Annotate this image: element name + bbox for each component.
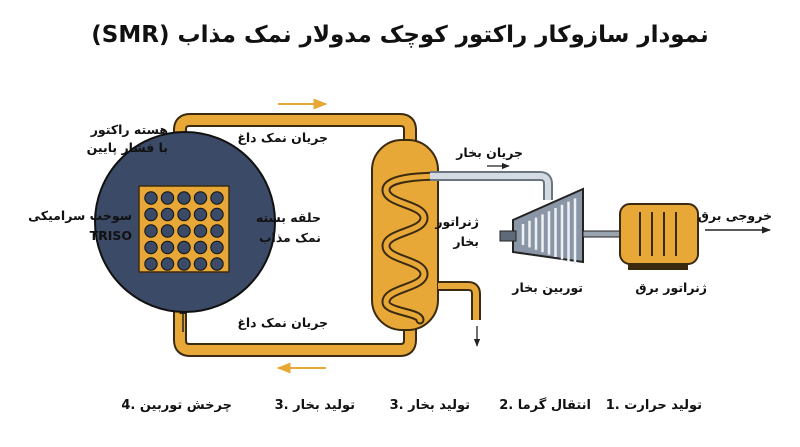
salt-loop-label-line2: نمک مذاب bbox=[259, 230, 321, 245]
fuel-pebble bbox=[210, 207, 224, 222]
power-output-label: خروجی برق bbox=[698, 208, 772, 223]
molten-salt-loop-pipe bbox=[173, 113, 417, 357]
salt-flow-label-bottom: جریان نمک داغ bbox=[237, 315, 328, 330]
fuel-pebble bbox=[160, 240, 175, 255]
fuel-label-line2: TRISO bbox=[90, 228, 132, 243]
fuel-pebble bbox=[193, 207, 208, 222]
fuel-pebble bbox=[193, 257, 208, 271]
fuel-pebble bbox=[177, 191, 191, 205]
generator-label: ژنراتور برق bbox=[635, 280, 707, 295]
fuel-pebble bbox=[193, 224, 208, 238]
fuel-pebble bbox=[144, 191, 158, 205]
steam-gen-label-line2: بخار bbox=[452, 234, 479, 249]
triso-fuel-pebbles bbox=[144, 191, 224, 271]
return-pipe bbox=[438, 281, 481, 320]
fuel-pebble bbox=[210, 240, 224, 255]
fuel-pebble bbox=[177, 257, 191, 271]
step-heat-generation: 1. تولید حرارت bbox=[606, 398, 702, 413]
steam-gen-label-line1: ژنراتور bbox=[434, 214, 479, 229]
steam-line bbox=[430, 171, 553, 200]
fuel-pebble bbox=[144, 207, 158, 222]
fuel-pebble bbox=[210, 191, 224, 205]
step-turbine-spin: 4. چرخش توربین bbox=[121, 398, 232, 413]
fuel-pebble bbox=[144, 257, 158, 271]
fuel-pebble bbox=[193, 191, 208, 205]
step-heat-transfer: 2. انتقال گرما bbox=[499, 397, 591, 413]
fuel-pebble bbox=[160, 207, 175, 222]
fuel-pebble bbox=[177, 240, 191, 255]
steam-turbine bbox=[499, 187, 584, 265]
fuel-pebble bbox=[177, 207, 191, 222]
diagram-title: نمودار سازوکار راکتور کوچک مدولار نمک مذ… bbox=[91, 22, 709, 48]
core-label-line1: هسته راکتور bbox=[90, 122, 168, 137]
salt-loop-label-line1: حلقه بسته bbox=[256, 210, 321, 225]
step-steam-generation-a: 3. تولید بخار bbox=[390, 398, 470, 413]
fuel-pebble bbox=[160, 257, 175, 271]
step-steam-generation-b: 3. تولید بخار bbox=[275, 398, 355, 413]
core-label-line2: با فشار پایین bbox=[87, 140, 168, 155]
turbine-blades bbox=[521, 198, 577, 265]
fuel-pebble bbox=[144, 240, 158, 255]
fuel-pebble bbox=[160, 191, 175, 205]
fuel-pebble bbox=[193, 240, 208, 255]
fuel-pebble bbox=[177, 224, 191, 238]
salt-flow-label-top: جریان نمک داغ bbox=[237, 130, 328, 145]
steam-flow-label: جریان بخار bbox=[455, 145, 523, 160]
steam-generator bbox=[371, 139, 453, 331]
reactor-core bbox=[94, 131, 276, 313]
fuel-pebble bbox=[210, 224, 224, 238]
fuel-pebble bbox=[210, 257, 224, 271]
fuel-pebble bbox=[160, 224, 175, 238]
turbine-shaft bbox=[582, 230, 624, 238]
fuel-label-line1: سوخت سرامیکی bbox=[28, 208, 132, 223]
electric-generator bbox=[619, 203, 699, 270]
turbine-label: توربین بخار bbox=[511, 280, 583, 295]
fuel-pebble bbox=[144, 224, 158, 238]
